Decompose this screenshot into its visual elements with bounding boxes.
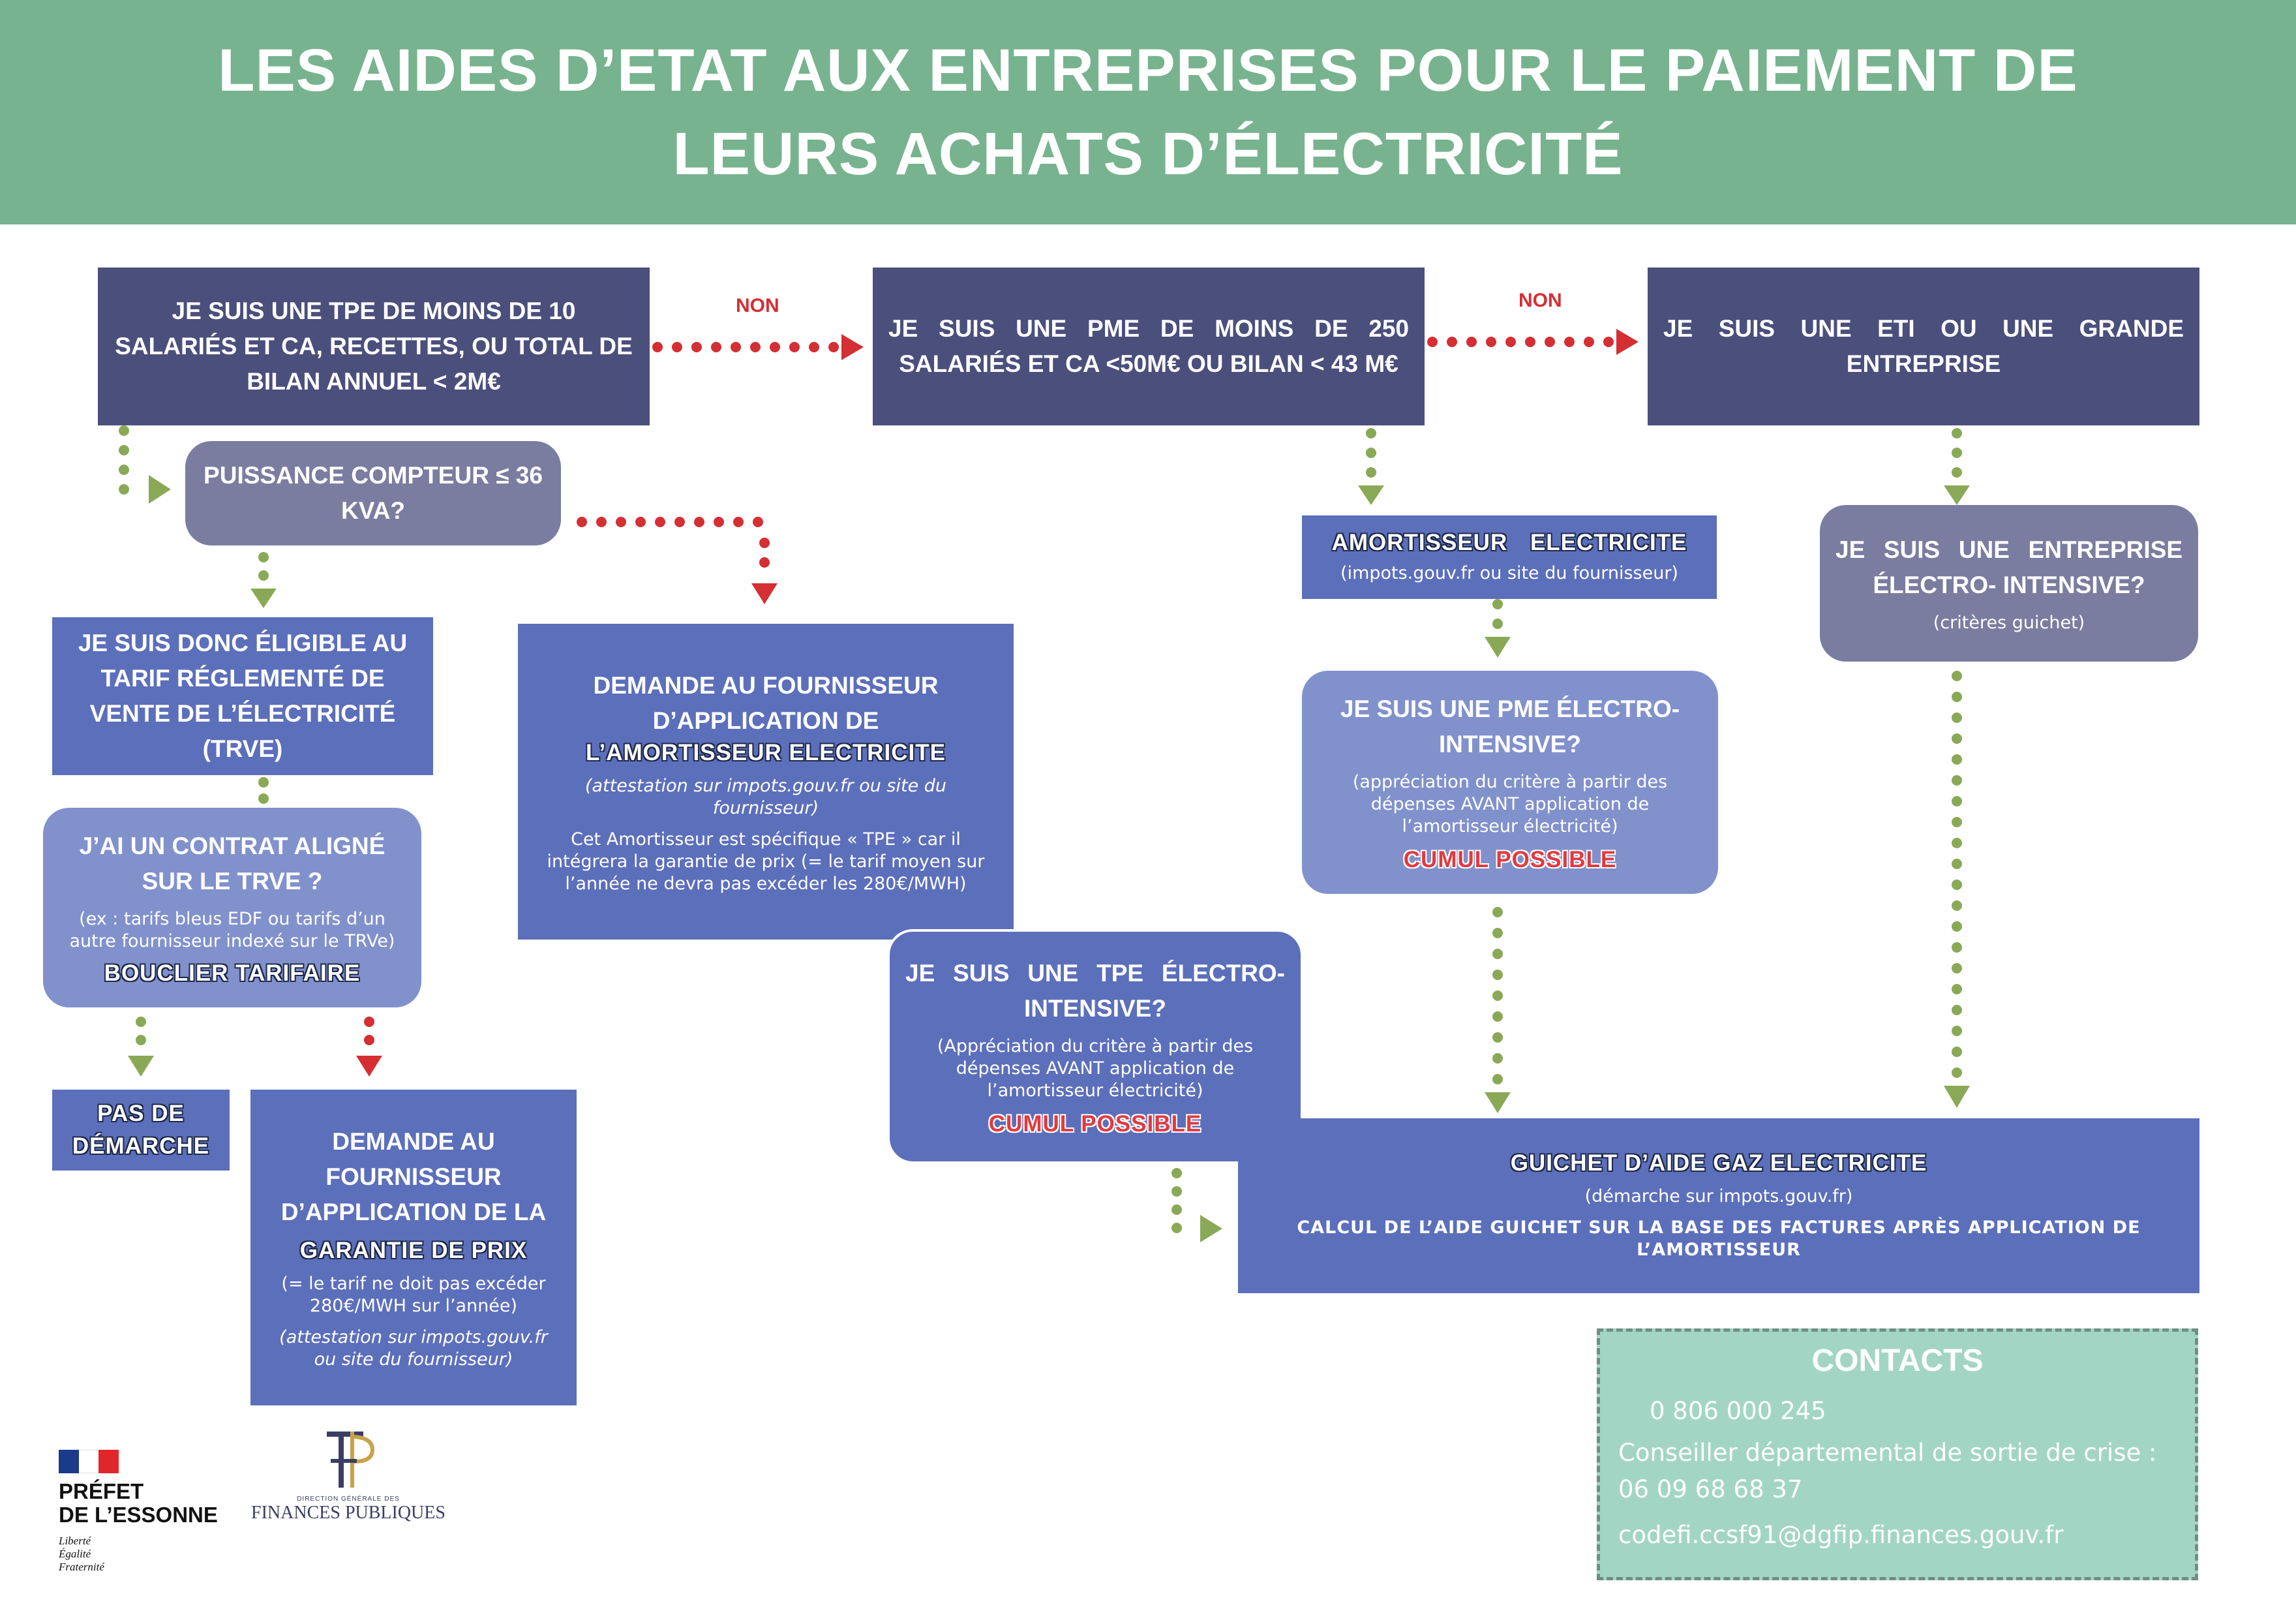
prefet-line-1: PRÉFET bbox=[59, 1479, 144, 1503]
dgfip-emblem-icon bbox=[327, 1432, 375, 1488]
trve-box: JE SUIS DONC ÉLIGIBLE AU TARIF RÉGLEMENT… bbox=[52, 617, 433, 775]
pme-electro-box: JE SUIS UNE PME ÉLECTRO-INTENSIVE? (appr… bbox=[1302, 671, 1718, 894]
dgfip-big-text: FINANCES PUBLIQUES bbox=[251, 1503, 446, 1523]
garantie-title: DEMANDE AU FOURNISSEUR D’APPLICATION DE … bbox=[280, 1128, 547, 1225]
contacts-title: CONTACTS bbox=[1811, 1343, 1984, 1378]
demande-amortisseur-title: DEMANDE AU FOURNISSEUR D’APPLICATION DE bbox=[593, 672, 939, 734]
red-dots bbox=[364, 337, 1614, 1045]
eti-electro-box: JE SUIS UNE ENTREPRISE ÉLECTRO- INTENSIV… bbox=[1820, 505, 2198, 662]
pme-electro-title: JE SUIS UNE PME ÉLECTRO-INTENSIVE? bbox=[1340, 696, 1680, 758]
contacts-email[interactable]: codefi.ccsf91@dgfip.finances.gouv.fr bbox=[1618, 1521, 2064, 1549]
green-arrowheads bbox=[128, 475, 1970, 1242]
eti-box: JE SUIS UNE ETI OU UNE GRANDE ENTREPRISE bbox=[1648, 268, 2199, 425]
eti-electro-title: JE SUIS UNE ENTREPRISE ÉLECTRO- INTENSIV… bbox=[1835, 536, 2183, 598]
trve-title: JE SUIS DONC ÉLIGIBLE AU TARIF RÉGLEMENT… bbox=[78, 630, 408, 762]
red-arrowheads bbox=[356, 329, 1639, 1077]
contacts-advisor-label: Conseiller départemental de sortie de cr… bbox=[1618, 1439, 2157, 1467]
garantie-box: DEMANDE AU FOURNISSEUR D’APPLICATION DE … bbox=[250, 1090, 577, 1405]
motto-egalite: Égalité bbox=[59, 1548, 91, 1560]
tpe-electro-note: (Appréciation du critère à partir des dé… bbox=[937, 1036, 1254, 1101]
garantie-de-prix-label: GARANTIE DE PRIX bbox=[299, 1238, 528, 1263]
prefet-line-2: DE L’ESSONNE bbox=[59, 1503, 218, 1527]
non-label-pme: NON bbox=[1518, 290, 1562, 311]
amortisseur-note: (impots.gouv.fr ou site du fournisseur) bbox=[1340, 563, 1678, 583]
pme-box: JE SUIS UNE PME DE MOINS DE 250 SALARIÉS… bbox=[873, 268, 1425, 425]
motto-fraternite: Fraternité bbox=[59, 1561, 104, 1573]
marianne-flag-icon bbox=[59, 1450, 119, 1473]
contacts-advisor-phone[interactable]: 06 09 68 68 37 bbox=[1618, 1475, 1803, 1503]
garantie-note: (= le tarif ne doit pas excéder 280€/MWH… bbox=[281, 1274, 546, 1316]
amortisseur-electricite-label: L’AMORTISSEUR ELECTRICITE bbox=[586, 740, 946, 765]
tpe-electro-title: JE SUIS UNE TPE ÉLECTRO-INTENSIVE? bbox=[905, 960, 1285, 1022]
tpe-electro-box: JE SUIS UNE TPE ÉLECTRO-INTENSIVE? (Appr… bbox=[887, 929, 1303, 1164]
eti-title: JE SUIS UNE ETI OU UNE GRANDE ENTREPRISE bbox=[1663, 315, 2184, 377]
contrat-box: J’AI UN CONTRAT ALIGNÉ SUR LE TRVE ? (ex… bbox=[43, 808, 421, 1007]
green-dots bbox=[119, 425, 1962, 1233]
eti-electro-note: (critères guichet) bbox=[1933, 613, 2085, 633]
contrat-note: (ex : tarifs bleus EDF ou tarifs d’un au… bbox=[69, 909, 395, 951]
guichet-box: GUICHET D’AIDE GAZ ELECTRICITE (démarche… bbox=[1238, 1118, 2199, 1293]
motto-liberte: Liberté bbox=[59, 1535, 91, 1547]
amortisseur-box: AMORTISSEUR ELECTRICITE (impots.gouv.fr … bbox=[1302, 515, 1717, 599]
prefet-essonne-logo: PRÉFET DE L’ESSONNE Liberté Égalité Frat… bbox=[59, 1450, 241, 1574]
dgfip-logo: DIRECTION GÉNÉRALE DES FINANCES PUBLIQUE… bbox=[250, 1426, 446, 1524]
pme-electro-cumul-label: CUMUL POSSIBLE bbox=[1403, 847, 1617, 872]
guichet-detail: CALCUL DE L’AIDE GUICHET SUR LA BASE DES… bbox=[1297, 1218, 2141, 1260]
pas-demarche-label: PAS DE DÉMARCHE bbox=[72, 1101, 210, 1159]
guichet-label: GUICHET D’AIDE GAZ ELECTRICITE bbox=[1510, 1150, 1927, 1176]
guichet-note: (démarche sur impots.gouv.fr) bbox=[1584, 1186, 1853, 1206]
non-label-tpe: NON bbox=[736, 295, 779, 316]
pme-electro-note: (appréciation du critère à partir des dé… bbox=[1352, 772, 1668, 836]
puissance-box: PUISSANCE COMPTEUR ≤ 36 KVA? bbox=[185, 441, 561, 545]
tpe-box: JE SUIS UNE TPE DE MOINS DE 10 SALARIÉS … bbox=[98, 268, 650, 425]
demande-amortisseur-attestation: (attestation sur impots.gouv.fr ou site … bbox=[584, 776, 947, 818]
page-title-line-2: LEURS ACHATS D’ÉLECTRICITÉ bbox=[672, 121, 1624, 187]
garantie-attestation: (attestation sur impots.gouv.fr ou site … bbox=[279, 1327, 548, 1370]
amortisseur-label: AMORTISSEUR ELECTRICITE bbox=[1331, 530, 1687, 555]
pme-title: JE SUIS UNE PME DE MOINS DE 250 SALARIÉS… bbox=[888, 315, 1409, 377]
tpe-title: JE SUIS UNE TPE DE MOINS DE 10 SALARIÉS … bbox=[115, 298, 633, 395]
bouclier-tarifaire-label: BOUCLIER TARIFAIRE bbox=[104, 960, 361, 986]
contacts-phone[interactable]: 0 806 000 245 bbox=[1650, 1397, 1826, 1425]
pas-demarche-box: PAS DE DÉMARCHE bbox=[52, 1090, 230, 1171]
header-banner: LES AIDES D’ETAT AUX ENTREPRISES POUR LE… bbox=[0, 0, 2296, 224]
puissance-title: PUISSANCE COMPTEUR ≤ 36 KVA? bbox=[204, 462, 543, 524]
page-title-line-1: LES AIDES D’ETAT AUX ENTREPRISES POUR LE… bbox=[218, 37, 2078, 104]
tpe-electro-cumul-label: CUMUL POSSIBLE bbox=[988, 1111, 1202, 1137]
dgfip-small-text: DIRECTION GÉNÉRALE DES bbox=[297, 1495, 400, 1503]
demande-amortisseur-note: Cet Amortisseur est spécifique « TPE » c… bbox=[547, 829, 985, 894]
demande-amortisseur-box: DEMANDE AU FOURNISSEUR D’APPLICATION DE … bbox=[518, 624, 1014, 940]
contrat-title: J’AI UN CONTRAT ALIGNÉ SUR LE TRVE ? bbox=[79, 833, 385, 895]
contacts-panel: CONTACTS 0 806 000 245 Conseiller départ… bbox=[1597, 1328, 2198, 1580]
